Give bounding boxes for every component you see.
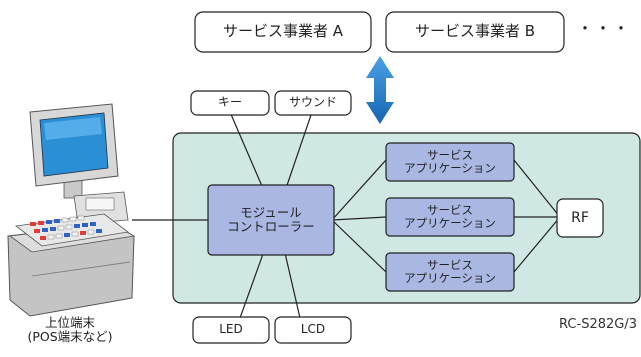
service-app-box-2 — [385, 197, 515, 237]
service-app-label-1: サービス アプリケーション — [386, 143, 514, 181]
service-provider-b-label: サービス事業者 B — [414, 22, 536, 41]
rf-label: RF — [571, 209, 589, 226]
service-app-1-line2: アプリケーション — [404, 161, 496, 175]
service-app-3-line2: アプリケーション — [404, 271, 496, 285]
pos-terminal-illustration — [7, 103, 136, 317]
led-box — [192, 316, 270, 344]
host-terminal-line1: 上位端末 — [44, 315, 95, 330]
rf-box — [556, 198, 604, 238]
lcd-label: LCD — [300, 322, 326, 337]
more-providers-ellipsis: ・・・ — [576, 19, 631, 38]
service-provider-a-box — [194, 11, 372, 53]
service-provider-b-box — [385, 11, 565, 53]
service-app-2-line1: サービス — [427, 202, 473, 217]
controller-label: モジュール コントローラー — [208, 185, 334, 255]
key-box — [190, 90, 270, 116]
service-app-label-3: サービス アプリケーション — [386, 253, 514, 291]
service-app-1-line1: サービス — [427, 147, 473, 162]
sound-box — [274, 90, 352, 116]
service-provider-a-label: サービス事業者 A — [222, 22, 344, 41]
bidirectional-arrow — [366, 56, 394, 124]
key-label: キー — [217, 95, 242, 110]
lcd-box — [274, 316, 352, 344]
sound-label: サウンド — [288, 95, 337, 110]
controller-label-line1: モジュール — [240, 204, 302, 220]
controller-label-line2: コントローラー — [227, 219, 315, 234]
service-app-2-line2: アプリケーション — [404, 216, 496, 230]
service-app-box-3 — [385, 252, 515, 292]
service-app-label-2: サービス アプリケーション — [386, 198, 514, 236]
model-code-label: RC-S282G/3 — [559, 317, 637, 332]
led-label: LED — [219, 322, 243, 337]
service-app-box-1 — [385, 142, 515, 182]
host-terminal-label: 上位端末 (POS端末など) — [4, 315, 136, 345]
controller-box — [207, 184, 335, 256]
service-app-3-line1: サービス — [427, 257, 473, 272]
host-terminal-line2: (POS端末など) — [27, 329, 113, 345]
